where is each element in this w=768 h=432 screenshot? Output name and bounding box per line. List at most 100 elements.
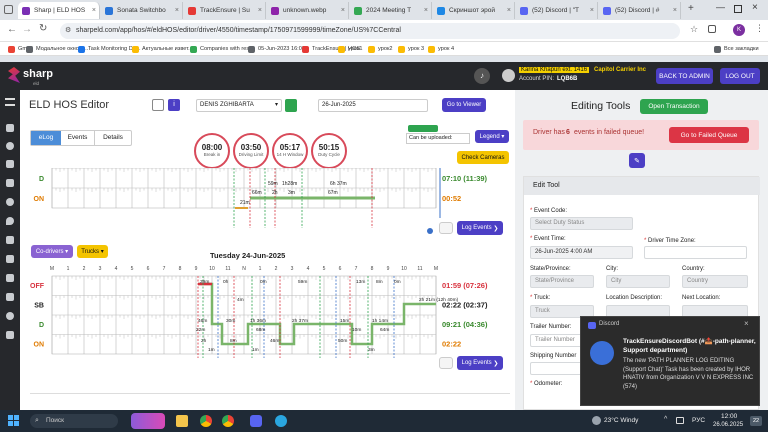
bookmark-star-icon[interactable]: ☆ <box>690 24 699 34</box>
bookmark-item[interactable]: урок 3 <box>398 44 424 54</box>
reload-icon[interactable]: ↻ <box>39 23 48 34</box>
toast-close-icon[interactable]: × <box>744 319 749 328</box>
bookmark-item[interactable]: Task Monitoring De... <box>78 44 141 54</box>
site-info-icon[interactable]: ⚙ <box>65 27 72 34</box>
taskbar-app-widgets-icon[interactable] <box>131 413 165 429</box>
city-input[interactable]: City <box>606 275 670 288</box>
document-icon[interactable] <box>6 274 14 282</box>
browser-tab[interactable]: (52) Discord | #× <box>599 2 681 19</box>
all-bookmarks[interactable]: Все закладки <box>714 44 759 54</box>
event-code-select[interactable]: Select Duty Status <box>530 217 633 230</box>
open-transaction-button[interactable]: Open Transaction <box>640 99 708 114</box>
truck-icon[interactable] <box>6 255 14 263</box>
day-log-events-button[interactable]: Log Events ❯ <box>457 356 503 370</box>
browser-menu-icon[interactable]: ⋮ <box>755 23 764 33</box>
tab-close-icon[interactable]: × <box>340 7 345 14</box>
top-log-events-button[interactable]: Log Events ❯ <box>457 221 503 235</box>
country-select[interactable]: Country <box>682 275 748 288</box>
extensions-icon[interactable] <box>708 25 716 33</box>
bookmark-item[interactable]: Gmail <box>8 44 33 54</box>
globe-icon[interactable] <box>6 142 14 150</box>
tab-close-icon[interactable]: × <box>589 7 594 14</box>
upload-select[interactable]: Can be uploaded: <box>406 133 470 144</box>
browser-tab[interactable]: Sonata Switchbo× <box>101 2 183 19</box>
bookmark-item[interactable]: Модальное окно р... <box>26 44 88 54</box>
settings-icon[interactable] <box>6 312 14 320</box>
taskbar-date[interactable]: 26.06.2025 <box>713 422 744 428</box>
taskbar-app-discord-icon[interactable] <box>250 415 262 427</box>
tab-close-icon[interactable]: × <box>423 7 428 14</box>
browser-tab[interactable]: (52) Discord | "T× <box>516 2 598 19</box>
maximize-icon[interactable] <box>734 5 742 13</box>
discord-notification[interactable]: Discord × TrackEnsureDiscordBot (#📤-path… <box>580 316 760 406</box>
user-avatar-icon[interactable] <box>502 69 515 82</box>
edit-pencil-button[interactable]: ✎ <box>629 153 645 168</box>
tray-network-icon[interactable] <box>676 417 684 424</box>
browser-tab[interactable]: unknown.webp× <box>267 2 349 19</box>
notifications-bell-icon[interactable]: ♪ <box>474 68 490 84</box>
go-to-viewer-button[interactable]: Go to Viewer <box>442 98 486 112</box>
bookmark-item[interactable]: урок1 <box>338 44 363 54</box>
notification-badge[interactable]: 22 <box>750 416 762 426</box>
bell-icon[interactable] <box>6 179 14 187</box>
bookmark-item[interactable]: Companies with res... <box>190 44 254 54</box>
close-icon[interactable]: × <box>752 2 758 13</box>
taskbar-time[interactable]: 12:00 <box>721 413 738 420</box>
taskbar-app-telegram-icon[interactable] <box>275 415 287 427</box>
tray-chevron-icon[interactable]: ^ <box>664 416 668 423</box>
bookmark-item[interactable]: 05-Jun-2023 16:03 <box>248 44 305 54</box>
chart-icon[interactable] <box>6 160 14 168</box>
bookmark-item[interactable]: урок2 <box>368 44 393 54</box>
driver-select[interactable]: DENIS ZGHIBARTA ▾ <box>196 99 282 112</box>
taskbar-app-files-icon[interactable] <box>176 415 188 427</box>
wrench-icon[interactable] <box>6 293 14 301</box>
tab-events[interactable]: Events <box>61 131 95 145</box>
report-icon[interactable] <box>6 236 14 244</box>
home-icon[interactable] <box>6 124 14 132</box>
tab-close-icon[interactable]: × <box>506 7 511 14</box>
tab-close-icon[interactable]: × <box>257 7 262 14</box>
taskbar-search[interactable]: ⌕ Поиск <box>30 414 118 428</box>
browser-tab[interactable]: 2024 Meeting T× <box>350 2 432 19</box>
bookmark-item[interactable]: TrackEnsure | HOS <box>302 44 360 54</box>
tab-details[interactable]: Details <box>103 134 123 141</box>
start-icon[interactable] <box>8 415 19 426</box>
url-input[interactable]: ⚙ sharpeld.com/app/hos/#/eldHOS/editor/d… <box>60 23 680 39</box>
go-to-failed-queue-button[interactable]: Go to Failed Queue <box>669 127 749 143</box>
browser-tab[interactable]: Sharp | ELD HOS× <box>18 2 100 19</box>
taskbar-app-chrome-icon[interactable] <box>200 415 212 427</box>
forward-icon[interactable]: → <box>22 24 32 35</box>
info-icon[interactable]: i <box>168 99 180 111</box>
co-drivers-button[interactable]: Co-drivers ▾ <box>31 245 73 258</box>
tab-close-icon[interactable]: × <box>174 7 179 14</box>
top-edit-icon[interactable] <box>439 222 453 234</box>
day-edit-icon[interactable] <box>439 357 453 369</box>
legend-button[interactable]: Legend ▾ <box>475 130 509 143</box>
event-time-input[interactable]: 26-Jun-2025 4:00 AM <box>530 246 633 259</box>
location-icon[interactable] <box>6 217 14 225</box>
bookmark-item[interactable]: Актуальные извет... <box>132 44 193 54</box>
tab-close-icon[interactable]: × <box>91 7 96 14</box>
tab-search-icon[interactable] <box>4 5 13 14</box>
driver-profile-icon[interactable] <box>285 99 297 112</box>
taskbar-app-chrome2-icon[interactable] <box>222 415 234 427</box>
profile-avatar[interactable]: K <box>733 24 745 36</box>
more-icon[interactable] <box>6 331 14 339</box>
back-icon[interactable]: ← <box>7 24 17 35</box>
check-cameras-button[interactable]: Check Cameras <box>457 151 509 164</box>
hamburger-menu-icon[interactable] <box>5 98 15 106</box>
log-out-button[interactable]: LOG OUT <box>720 68 760 84</box>
keyboard-language[interactable]: РУС <box>692 417 706 424</box>
user-icon[interactable] <box>6 198 14 206</box>
trailer-input[interactable]: Trailer Number <box>530 334 594 347</box>
back-to-admin-button[interactable]: BACK TO ADMIN <box>656 68 713 84</box>
browser-tab[interactable]: Скриншот эрой× <box>433 2 515 19</box>
doc-icon[interactable] <box>152 99 164 111</box>
driver-tz-select[interactable] <box>644 246 747 259</box>
state-select[interactable]: State/Province <box>530 275 594 288</box>
trucks-button[interactable]: Trucks ▾ <box>77 245 108 258</box>
browser-tab[interactable]: TrackEnsure | Su× <box>184 2 266 19</box>
new-tab-icon[interactable]: + <box>688 3 694 14</box>
tab-elog[interactable]: eLog <box>31 131 61 145</box>
tab-close-icon[interactable]: × <box>672 7 677 14</box>
